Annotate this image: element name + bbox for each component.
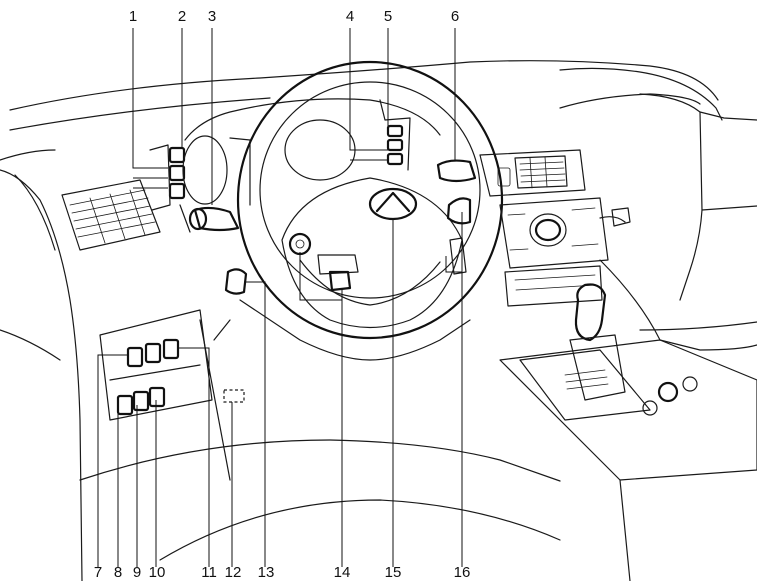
dashboard-outline <box>0 60 757 581</box>
callout-6: 6 <box>450 8 460 25</box>
callout-1: 1 <box>128 8 138 25</box>
callout-7: 7 <box>93 564 103 581</box>
callout-3: 3 <box>207 8 217 25</box>
left-air-vent <box>61 179 161 251</box>
callout-10: 10 <box>148 564 166 581</box>
callout-12: 12 <box>224 564 242 581</box>
callout-2: 2 <box>177 8 187 25</box>
callout-8: 8 <box>113 564 123 581</box>
callout-11: 11 <box>201 564 217 581</box>
callout-15: 15 <box>384 564 402 581</box>
steering-wheel <box>236 60 504 361</box>
floor-outline <box>79 319 561 561</box>
callout-9: 9 <box>132 564 142 581</box>
lower-left-panel <box>99 268 248 421</box>
light-stalk <box>179 204 240 233</box>
callout-16: 16 <box>453 564 471 581</box>
column-switches <box>379 99 411 171</box>
center-console <box>499 283 757 581</box>
left-switch-column <box>149 144 186 211</box>
leader-lines <box>97 28 463 567</box>
callout-13: 13 <box>257 564 275 581</box>
center-stack <box>436 149 631 307</box>
callout-5: 5 <box>383 8 393 25</box>
callout-4: 4 <box>345 8 355 25</box>
callout-14: 14 <box>333 564 351 581</box>
